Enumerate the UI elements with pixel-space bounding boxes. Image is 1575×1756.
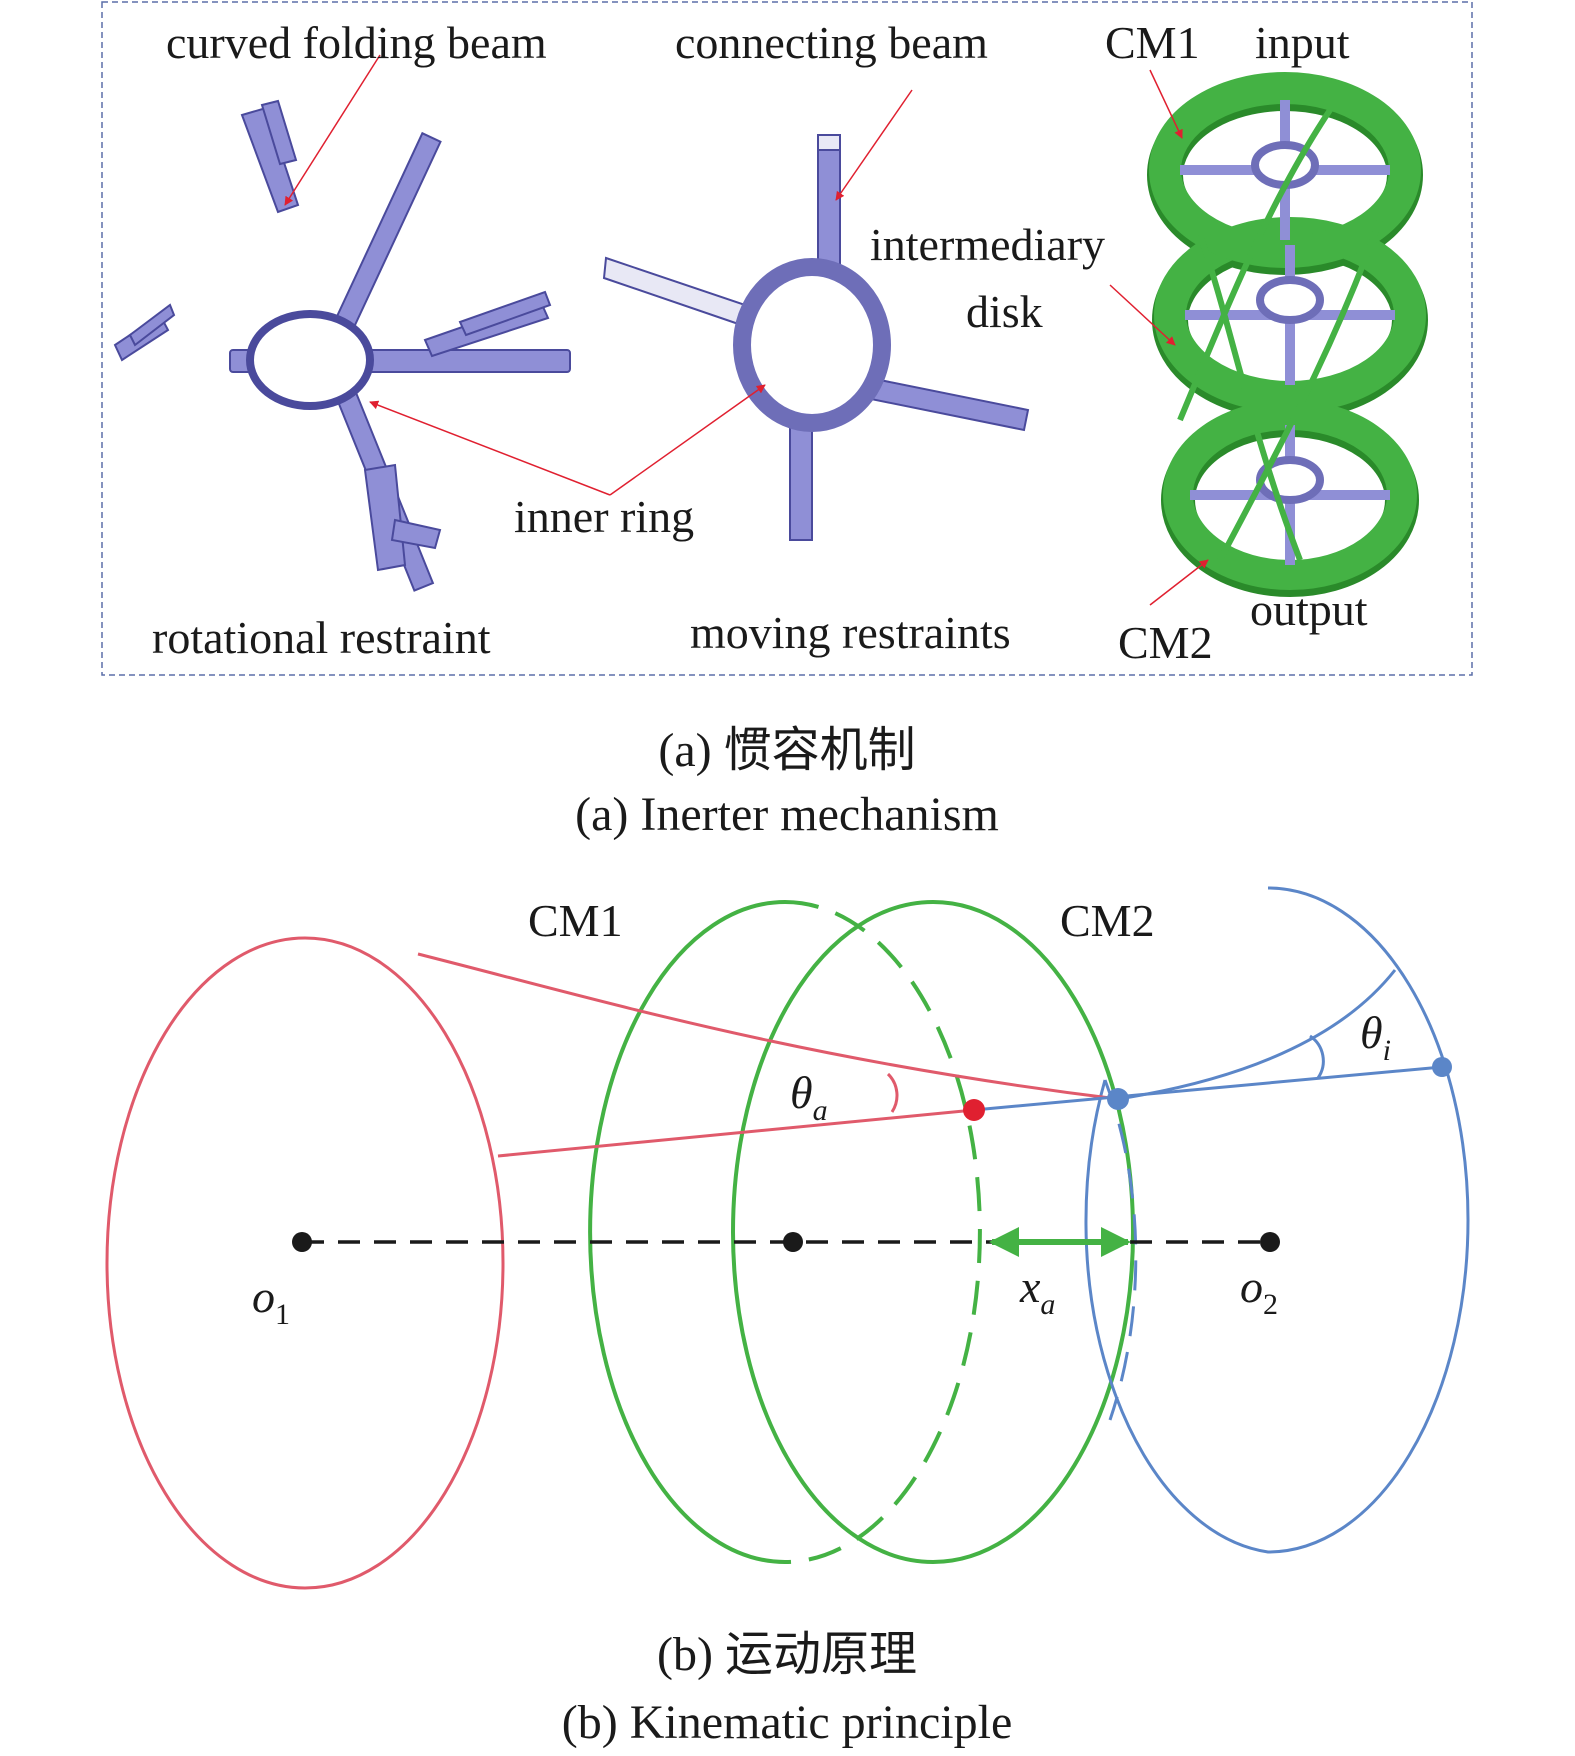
caption-a-cn: (a) 惯容机制 — [658, 724, 915, 777]
label-intermediary: intermediary — [870, 219, 1105, 270]
label-output: output — [1250, 584, 1368, 635]
label-o2: o2 — [1240, 1261, 1278, 1321]
label-cm1-a: CM1 — [1105, 17, 1200, 68]
cm2-disk — [731, 900, 1135, 1564]
rotational-restraint-part — [113, 99, 571, 592]
moving-restraints-part — [602, 134, 1030, 541]
label-cm2-b: CM2 — [1060, 895, 1155, 946]
caption-a-en: (a) Inerter mechanism — [575, 788, 999, 841]
label-input: input — [1255, 17, 1350, 68]
panel-a: curved folding beam connecting beam CM1 … — [101, 1, 1473, 676]
label-connecting-beam: connecting beam — [675, 17, 988, 68]
caption-b-en: (b) Kinematic principle — [562, 1696, 1013, 1749]
cm1-disk-front — [588, 900, 786, 1564]
panel-a-frame — [101, 1, 1473, 676]
point-o1 — [292, 1232, 312, 1252]
label-rotational-restraint: rotational restraint — [152, 612, 491, 663]
blue-disk-front — [1084, 886, 1470, 1554]
label-cm2-a: CM2 — [1118, 617, 1213, 668]
label-moving-restraints: moving restraints — [690, 607, 1011, 658]
red-disk — [105, 936, 505, 1590]
label-curved-folding-beam: curved folding beam — [166, 17, 547, 68]
blue-lines — [973, 969, 1443, 1112]
label-disk: disk — [966, 286, 1043, 337]
annotation-arrows — [284, 54, 1209, 606]
blue-disk-hidden — [1103, 1079, 1138, 1421]
label-x-a: xa — [1019, 1261, 1055, 1321]
stacked-disks-part — [1147, 72, 1428, 597]
cm1-disk-hidden — [784, 900, 982, 1564]
caption-b-cn: (b) 运动原理 — [657, 1628, 917, 1681]
label-o1: o1 — [252, 1271, 290, 1331]
label-theta-a: θa — [790, 1067, 828, 1127]
blue-point-right — [1432, 1057, 1452, 1077]
panel-b: CM1 CM2 θa θi xa o1 o2 — [105, 886, 1470, 1590]
label-inner-ring: inner ring — [514, 491, 694, 542]
blue-point-mid — [1107, 1088, 1129, 1110]
point-center — [783, 1232, 803, 1252]
point-o2 — [1260, 1232, 1280, 1252]
label-cm1-b: CM1 — [528, 895, 623, 946]
red-lines — [417, 952, 1119, 1158]
label-theta-i: θi — [1360, 1007, 1391, 1067]
red-point — [963, 1099, 985, 1121]
